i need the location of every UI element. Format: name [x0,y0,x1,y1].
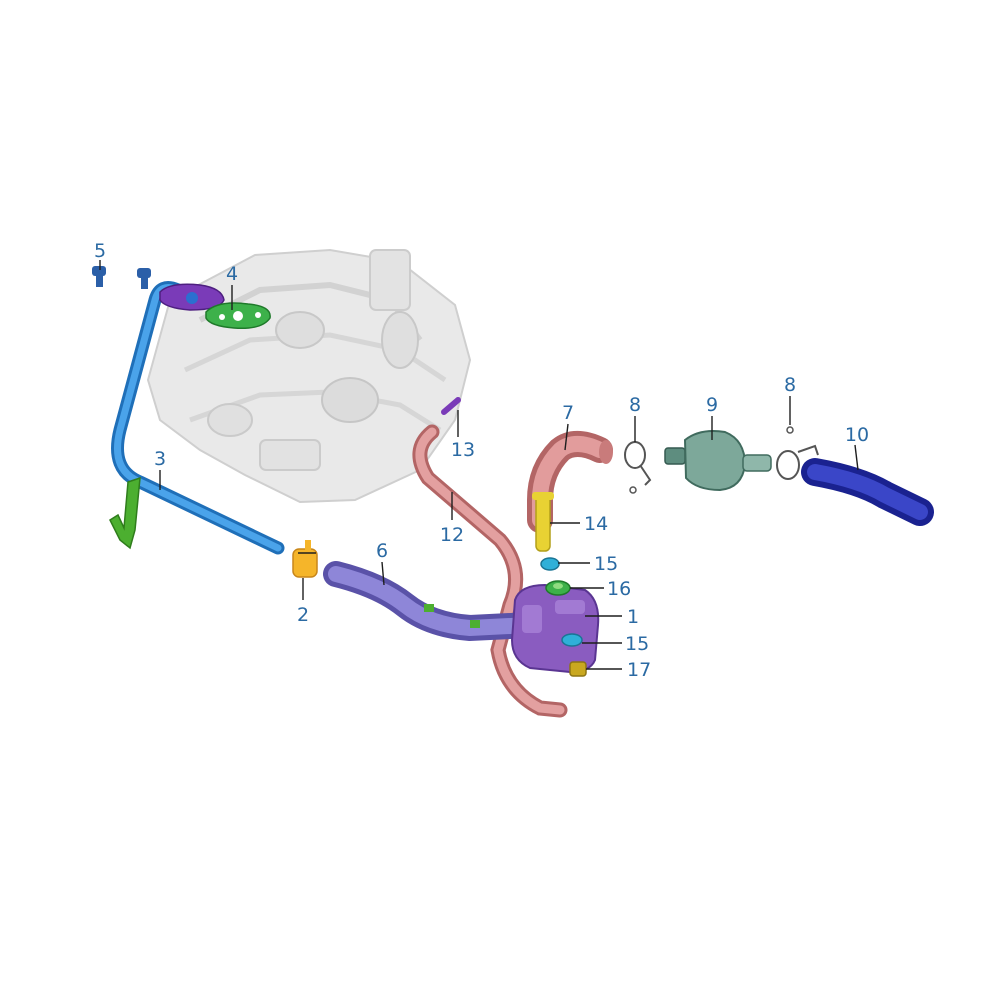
leader-6 [381,561,385,586]
leader-lines [99,260,859,670]
clamp-8-left [624,441,652,494]
valve-1 [510,583,600,674]
callout-label-8-right: 8 [784,374,796,396]
hose-6 [323,561,543,642]
leader-7 [564,423,569,451]
callout-label-13: 13 [451,439,475,461]
hose-7 [527,431,613,533]
callout-label-15-lower: 15 [625,633,649,655]
callout-label-3: 3 [154,448,166,470]
callout-label-12: 12 [440,524,464,546]
callout-label-5: 5 [94,240,106,262]
bolt-5 [92,266,151,289]
clip-2 [292,540,318,578]
ring-16 [545,580,571,596]
callout-label-16: 16 [607,578,631,600]
hose-10 [801,458,934,526]
callout-label-4: 4 [226,263,238,285]
gasket-4 [159,283,271,330]
callout-label-15-upper: 15 [594,553,618,575]
leader-10 [854,444,859,471]
ring-15 [540,557,583,647]
callout-label-10: 10 [845,424,869,446]
callout-label-2: 2 [297,604,309,626]
callout-label-6: 6 [376,540,388,562]
connector-13 [441,397,461,415]
hose-12 [412,424,568,718]
callout-labels: 5 4 3 2 6 12 13 7 8 9 8 10 14 15 16 1 15… [94,240,869,681]
callout-label-8-left: 8 [629,394,641,416]
callout-label-17: 17 [627,659,651,681]
callout-label-9: 9 [706,394,718,416]
callout-label-14: 14 [584,513,608,535]
part-14 [532,492,554,552]
clamp-8-right [776,426,819,480]
callout-label-1: 1 [627,606,639,628]
pipe-bracket [109,476,141,550]
valve-9 [664,430,772,492]
fitting-17 [569,661,587,677]
callout-label-7: 7 [562,402,574,424]
